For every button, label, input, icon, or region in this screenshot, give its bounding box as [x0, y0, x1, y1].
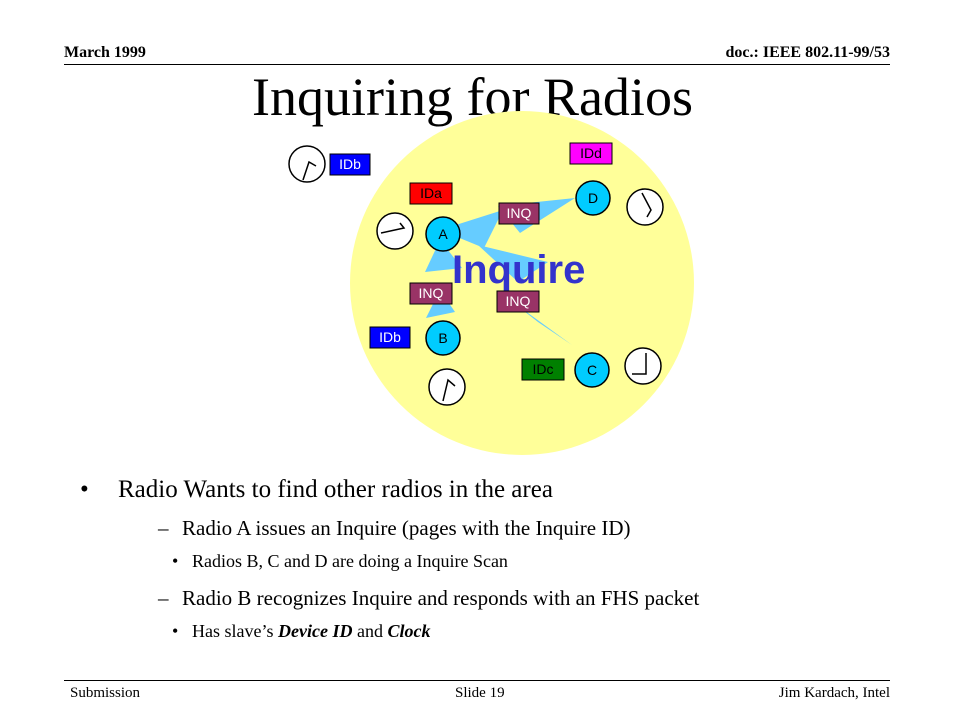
inq-tag-label: INQ	[507, 205, 532, 221]
radio-d-label: D	[588, 190, 598, 206]
inquire-arrow-a	[440, 210, 503, 248]
inq-tag	[498, 202, 540, 225]
bullet-sub1-text: Radio A issues an Inquire (pages with th…	[182, 516, 631, 540]
bullet-sub: – Radio A issues an Inquire (pages with …	[158, 516, 940, 541]
bullet-sub2-detail-clock: Clock	[387, 621, 431, 641]
radio-c: C	[574, 352, 610, 388]
bullet-sub1-detail-text: Radios B, C and D are doing a Inquire Sc…	[192, 551, 508, 571]
id-tag-idb	[369, 326, 411, 349]
bullet-detail: • Has slave’s Device ID and Clock	[172, 621, 940, 642]
footer-rule	[64, 680, 890, 681]
inquire-label: Inquire	[452, 248, 585, 292]
inq-tag-label: INQ	[419, 285, 444, 301]
inq-tag-label: INQ	[506, 293, 531, 309]
header-rule	[64, 64, 890, 65]
bullet-sub2-detail-device-id: Device ID	[277, 621, 353, 641]
header-date: March 1999	[64, 44, 146, 61]
clock-icon	[626, 188, 664, 226]
bullet-dot-icon: •	[80, 476, 89, 503]
footer-author: Jim Kardach, Intel	[778, 685, 890, 701]
bullet-sub: – Radio B recognizes Inquire and respond…	[158, 586, 940, 611]
radio-d: D	[575, 180, 611, 216]
id-tag-idd	[569, 142, 613, 165]
slide-title: Inquiring for Radios	[252, 67, 693, 127]
clock-icon	[376, 212, 414, 250]
id-tag-idc	[521, 358, 565, 381]
bullet-sub2-text: Radio B recognizes Inquire and responds …	[182, 586, 700, 610]
inq-tag	[496, 290, 540, 313]
bullet-main: • Radio Wants to find other radios in th…	[80, 476, 940, 504]
radio-a: A	[425, 216, 461, 252]
id-tag-ida-label: IDa	[420, 185, 442, 201]
radio-b-label: B	[438, 330, 447, 346]
radio-b: B	[425, 320, 461, 356]
dash-icon: –	[158, 586, 169, 610]
dash-icon: –	[158, 516, 169, 540]
id-tag-idd-label: IDd	[580, 145, 602, 161]
clock-icon	[428, 368, 466, 406]
bullet-list: • Radio Wants to find other radios in th…	[80, 476, 940, 656]
inquire-arrow-b-upper	[425, 240, 462, 272]
radio-c-label: C	[587, 362, 597, 378]
bullet-sub2-detail-mid: and	[352, 621, 388, 641]
inq-tag	[409, 282, 453, 305]
bullet-dot-icon: •	[172, 621, 179, 641]
bullet-sub2-detail-prefix: Has slave’s	[192, 621, 278, 641]
bullet-main-text: Radio Wants to find other radios in the …	[118, 476, 553, 503]
id-tag-idb-top	[329, 153, 371, 176]
clock-icon	[288, 145, 326, 183]
header-doc-id: doc.: IEEE 802.11-99/53	[725, 44, 890, 61]
id-tag-idb-label: IDb	[379, 329, 401, 345]
id-tag-idb-top-label: IDb	[339, 156, 361, 172]
clock-icon	[624, 347, 662, 385]
id-tag-idc-label: IDc	[533, 361, 554, 377]
inquire-arrow-center	[478, 245, 548, 282]
radio-a-label: A	[438, 226, 448, 242]
bullet-detail: • Radios B, C and D are doing a Inquire …	[172, 551, 940, 572]
footer-slide-number: Slide 19	[455, 685, 505, 701]
bullet-dot-icon: •	[172, 551, 179, 571]
id-tag-ida	[409, 182, 453, 205]
footer-submission: Submission	[70, 685, 141, 701]
